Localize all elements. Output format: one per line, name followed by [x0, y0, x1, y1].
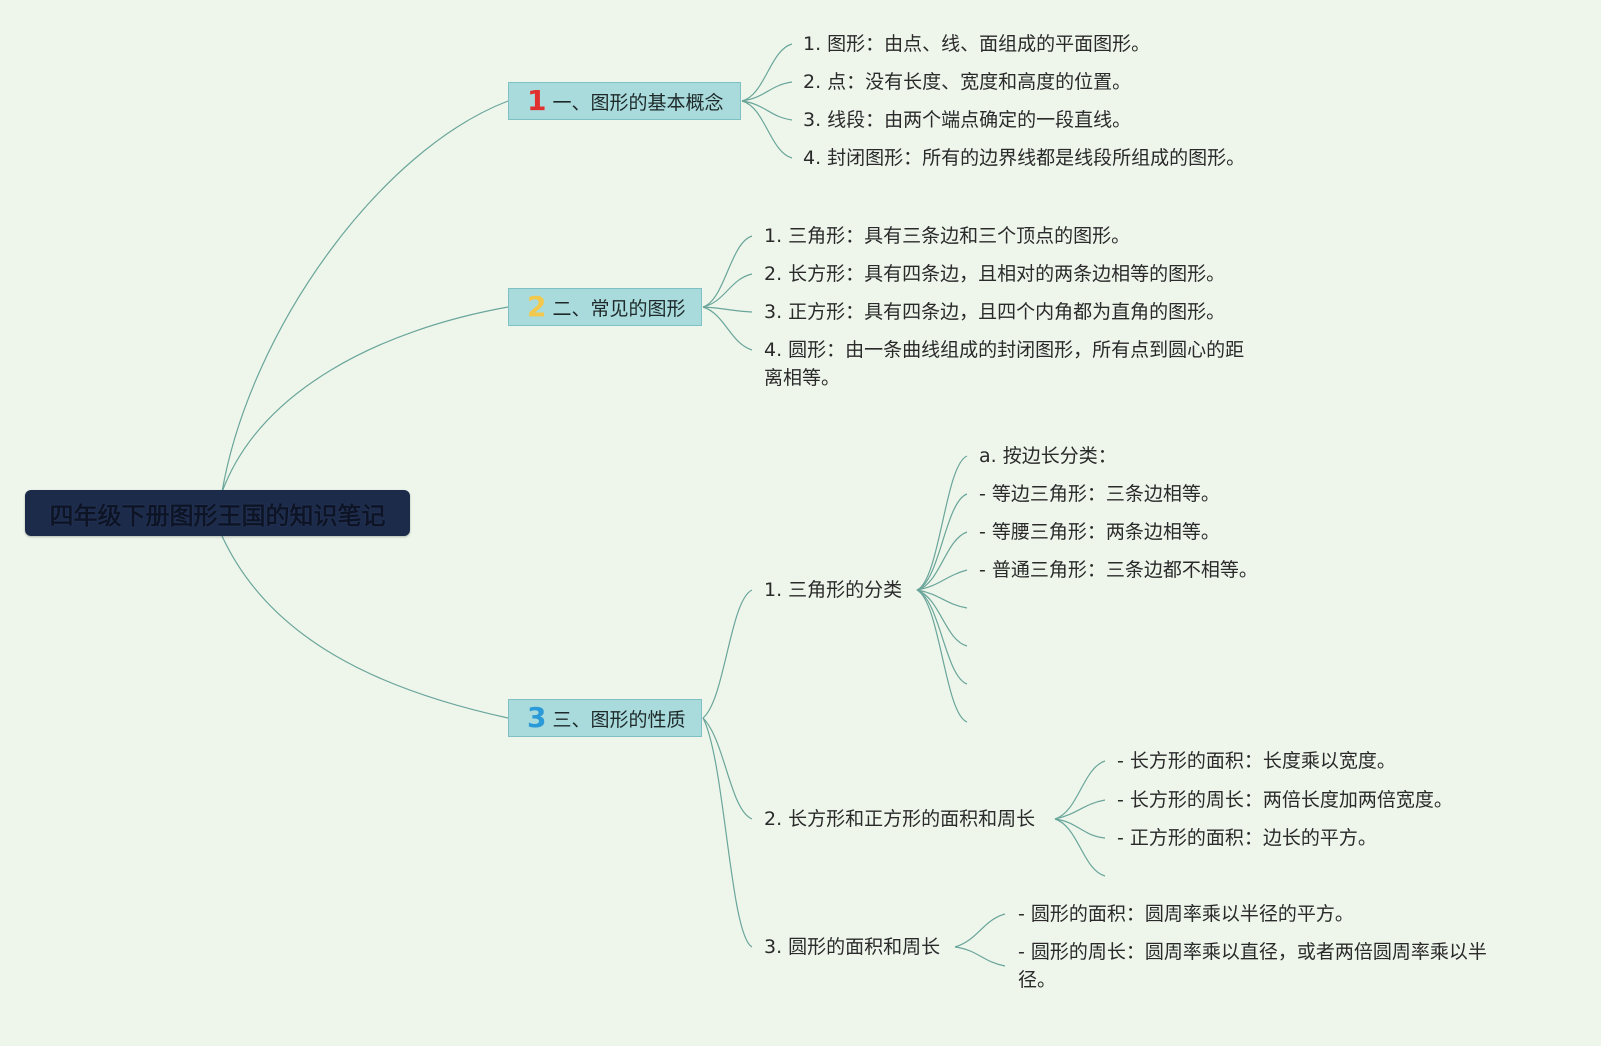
branch-label-2: 二、常见的图形	[552, 297, 686, 320]
branch-label-3: 三、图形的性质	[552, 708, 686, 731]
connector-root-branch-1	[221, 100, 509, 493]
sub-node-3-3[interactable]: 3. 圆形的面积和周长	[764, 936, 941, 958]
leaf-2-2: 2. 长方形：具有四条边，且相对的两条边相等的图形。	[764, 263, 1226, 285]
leaf-1-2: 2. 点：没有长度、宽度和高度的位置。	[803, 71, 1132, 93]
leaf-3-1-3: - 等腰三角形：两条边相等。	[979, 521, 1220, 543]
leaf-1-1: 1. 图形：由点、线、面组成的平面图形。	[803, 33, 1151, 55]
branch-number-2: 2	[527, 290, 547, 323]
sub-node-3-2[interactable]: 2. 长方形和正方形的面积和周长	[764, 808, 1036, 830]
root-title: 四年级下册图形王国的知识笔记	[49, 501, 386, 530]
leaf-2-3: 3. 正方形：具有四条边，且四个内角都为直角的图形。	[764, 301, 1226, 323]
sub-node-3-1[interactable]: 1. 三角形的分类	[764, 579, 903, 601]
branch-number-1: 1	[527, 84, 547, 117]
leaf-3-2-3: - 正方形的面积：边长的平方。	[1117, 827, 1377, 849]
leaf-3-2-1: - 长方形的面积：长度乘以宽度。	[1117, 750, 1396, 772]
connector-root-branch-3	[221, 535, 509, 719]
branch-node-2[interactable]: 2 二、常见的图形	[508, 288, 702, 326]
branch-number-3: 3	[527, 701, 547, 734]
leaf-3-1-2: - 等边三角形：三条边相等。	[979, 483, 1220, 505]
leaf-3-2-2: - 长方形的周长：两倍长度加两倍宽度。	[1117, 789, 1453, 811]
leaf-2-4: 4. 圆形：由一条曲线组成的封闭图形，所有点到圆心的距离相等。	[764, 339, 1245, 389]
branch-label-1: 一、图形的基本概念	[552, 91, 724, 114]
connector-root-branch-2	[221, 306, 509, 493]
root-node[interactable]: 四年级下册图形王国的知识笔记	[25, 490, 410, 536]
branch-node-3[interactable]: 3 三、图形的性质	[508, 699, 702, 737]
leaf-1-4: 4. 封闭图形：所有的边界线都是线段所组成的图形。	[803, 147, 1246, 169]
leaf-3-3-1: - 圆形的面积：圆周率乘以半径的平方。	[1018, 903, 1354, 925]
branch-node-1[interactable]: 1 一、图形的基本概念	[508, 82, 741, 120]
leaf-1-3: 3. 线段：由两个端点确定的一段直线。	[803, 109, 1132, 131]
leaf-2-1: 1. 三角形：具有三条边和三个顶点的图形。	[764, 225, 1131, 247]
leaf-3-1-1: a. 按边长分类：	[979, 445, 1117, 467]
leaf-3-1-4: - 普通三角形：三条边都不相等。	[979, 559, 1258, 581]
leaf-3-3-2: - 圆形的周长：圆周率乘以直径，或者两倍圆周率乘以半径。	[1018, 941, 1487, 991]
